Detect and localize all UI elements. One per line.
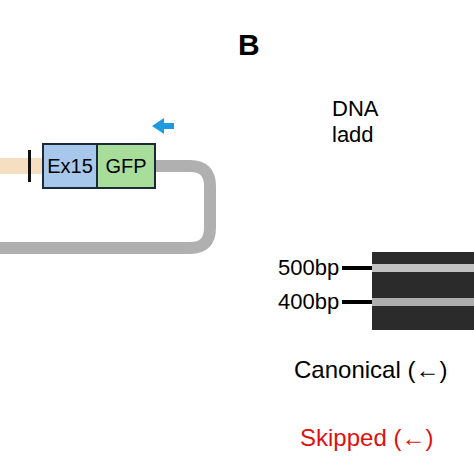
intron-region (0, 158, 42, 174)
ladder-tick (342, 266, 372, 270)
legend-item: Canonical (←) (294, 356, 447, 384)
lane-header: ladd (332, 122, 374, 148)
size-marker: 400bp (278, 289, 339, 315)
legend-item: Skipped (←) (300, 424, 433, 452)
box-label: Ex15 (47, 155, 93, 178)
construct-box: Ex15 (42, 143, 98, 189)
gel-image (372, 252, 474, 330)
lane-header: DNA (332, 96, 378, 122)
gel-band (372, 264, 474, 272)
size-marker: 500bp (278, 255, 339, 281)
ladder-tick (342, 300, 372, 304)
exon-edge (28, 150, 31, 182)
construct-box: GFP (96, 143, 156, 189)
primer-arrowhead (152, 118, 164, 134)
box-label: GFP (105, 155, 146, 178)
gel-band (372, 298, 474, 306)
panel-letter: B (238, 28, 260, 62)
